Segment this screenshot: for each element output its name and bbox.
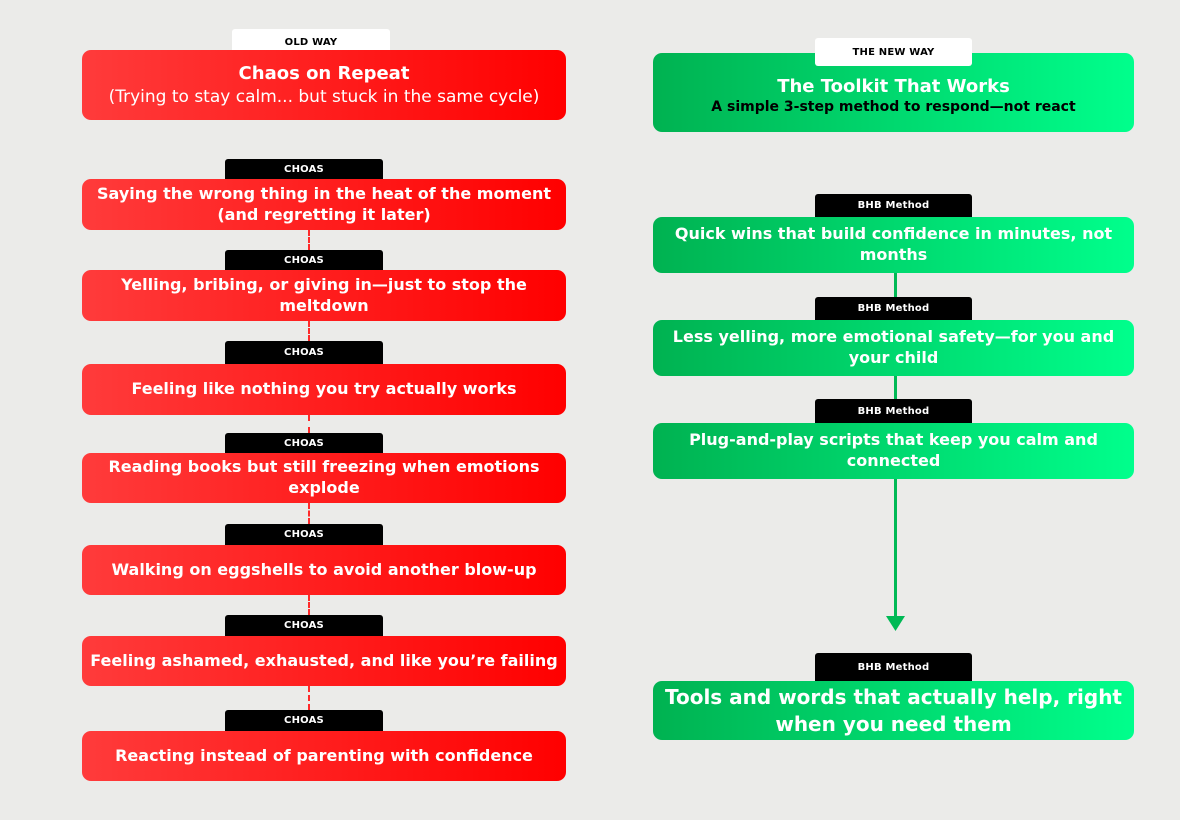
chaos-step-tag: CHOAS — [225, 250, 383, 270]
chaos-item: Reacting instead of parenting with confi… — [82, 731, 566, 781]
chaos-item: Saying the wrong thing in the heat of th… — [82, 179, 566, 230]
old-way-header-box: Chaos on Repeat (Trying to stay calm... … — [82, 50, 566, 120]
bhb-method-tag: BHB Method — [815, 297, 972, 320]
new-way-header-box: The Toolkit That Works A simple 3-step m… — [653, 53, 1134, 132]
chaos-item: Reading books but still freezing when em… — [82, 453, 566, 503]
chaos-item-text: Reacting instead of parenting with confi… — [115, 745, 533, 765]
bhb-method-item: Plug-and-play scripts that keep you calm… — [653, 423, 1134, 479]
bhb-method-tag: BHB Method — [815, 399, 972, 423]
old-way-connector-5 — [308, 595, 310, 615]
chaos-item-text: Feeling like nothing you try actually wo… — [131, 379, 517, 399]
bhb-method-item-text: Plug-and-play scripts that keep you calm… — [689, 430, 1098, 470]
chaos-item-text: Saying the wrong thing in the heat of th… — [96, 183, 551, 203]
result-text: Tools and words that actually help, righ… — [664, 684, 1122, 709]
bhb-method-tag: BHB Method — [815, 653, 972, 681]
chaos-item-text: Yelling, bribing, or giving in—just to s… — [121, 274, 527, 315]
arrow-down-icon — [886, 616, 905, 631]
new-way-connector-3 — [894, 479, 897, 619]
chaos-item-text: Reading books but still freezing when em… — [108, 457, 540, 497]
new-way-tag: THE NEW WAY — [815, 38, 972, 66]
old-way-connector-6 — [308, 686, 310, 710]
chaos-step-tag: CHOAS — [225, 341, 383, 364]
chaos-item: Feeling like nothing you try actually wo… — [82, 364, 566, 415]
old-way-connector-2 — [308, 321, 310, 341]
new-way-title: The Toolkit That Works — [777, 75, 1010, 97]
bhb-method-item-text: Quick wins that build confidence in minu… — [674, 224, 1113, 264]
new-way-connector-2 — [894, 376, 897, 399]
old-way-connector-4 — [308, 503, 310, 524]
chaos-step-tag: CHOAS — [225, 710, 383, 731]
chaos-item-text: Walking on eggshells to avoid another bl… — [111, 559, 537, 579]
chaos-item: Yelling, bribing, or giving in—just to s… — [82, 270, 566, 321]
chaos-item: Feeling ashamed, exhausted, and like you… — [82, 636, 566, 686]
old-way-title: Chaos on Repeat — [238, 63, 410, 85]
chaos-step-tag: CHOAS — [225, 433, 383, 453]
bhb-method-item: Less yelling, more emotional safety—for … — [653, 320, 1134, 376]
chaos-item-text-secondary: (and regretting it later) — [217, 204, 431, 224]
old-way-connector-3 — [308, 415, 310, 433]
chaos-step-tag: CHOAS — [225, 615, 383, 636]
bhb-method-item-text: Less yelling, more emotional safety—for … — [672, 327, 1115, 367]
old-way-subtitle: (Trying to stay calm... but stuck in the… — [108, 86, 540, 107]
chaos-step-tag: CHOAS — [225, 524, 383, 545]
result-text-secondary: when you need them — [775, 711, 1012, 736]
chaos-item: Walking on eggshells to avoid another bl… — [82, 545, 566, 595]
bhb-method-tag: BHB Method — [815, 194, 972, 217]
chaos-step-tag: CHOAS — [225, 159, 383, 179]
bhb-method-item: Quick wins that build confidence in minu… — [653, 217, 1134, 273]
old-way-connector-1 — [308, 230, 310, 250]
new-way-subtitle: A simple 3-step method to respond—not re… — [711, 99, 1076, 116]
new-way-connector-1 — [894, 273, 897, 297]
result-box: Tools and words that actually help, righ… — [653, 681, 1134, 740]
chaos-item-text: Feeling ashamed, exhausted, and like you… — [90, 650, 558, 670]
